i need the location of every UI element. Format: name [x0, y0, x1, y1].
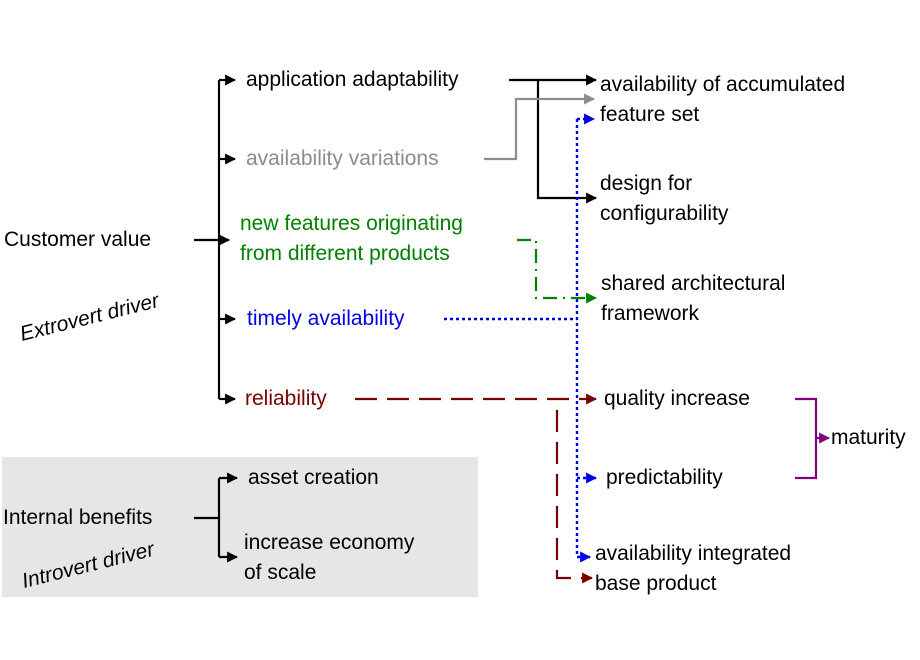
- availability-variations-label: availability variations: [246, 147, 439, 170]
- internal-benefits-bracket: [194, 472, 239, 563]
- economy-of-scale-label-line2: of scale: [244, 561, 316, 584]
- customer-value-label: Customer value: [4, 228, 151, 251]
- internal-benefits-label: Internal benefits: [3, 506, 152, 529]
- maturity-bracket: [795, 397, 831, 480]
- integrated-base-product-label-line1: availability integrated: [595, 542, 791, 565]
- quality-increase-label: quality increase: [604, 387, 750, 410]
- maturity-label: maturity: [831, 426, 906, 449]
- integrated-base-product-label-line2: base product: [595, 572, 717, 595]
- accumulated-feature-set-label-line1: availability of accumulated: [600, 73, 845, 96]
- economy-of-scale-label-line1: increase economy: [244, 531, 415, 554]
- predictability-label: predictability: [606, 466, 723, 489]
- reliability-connector: [355, 393, 598, 584]
- reliability-label: reliability: [245, 387, 327, 410]
- customer-value-bracket: [194, 74, 237, 405]
- configurability-label-line1: design for: [600, 172, 692, 195]
- variations-connector: [484, 93, 596, 161]
- extrovert-driver-label: Extrovert driver: [18, 289, 163, 346]
- internal-benefits-panel: [2, 457, 478, 597]
- shared-framework-label-line1: shared architectural: [601, 272, 785, 295]
- adaptability-connector: [509, 74, 598, 204]
- new-features-connector: [517, 238, 598, 304]
- application-adaptability-label: application adaptability: [246, 68, 459, 91]
- new-features-label-line2: from different products: [240, 242, 450, 265]
- shared-framework-label-line2: framework: [601, 302, 700, 325]
- timely-availability-connector: [444, 113, 598, 563]
- accumulated-feature-set-label-line2: feature set: [600, 103, 699, 126]
- new-features-label-line1: new features originating: [240, 212, 463, 235]
- timely-availability-label: timely availability: [247, 307, 405, 330]
- configurability-label-line2: configurability: [600, 202, 729, 225]
- asset-creation-label: asset creation: [248, 466, 379, 489]
